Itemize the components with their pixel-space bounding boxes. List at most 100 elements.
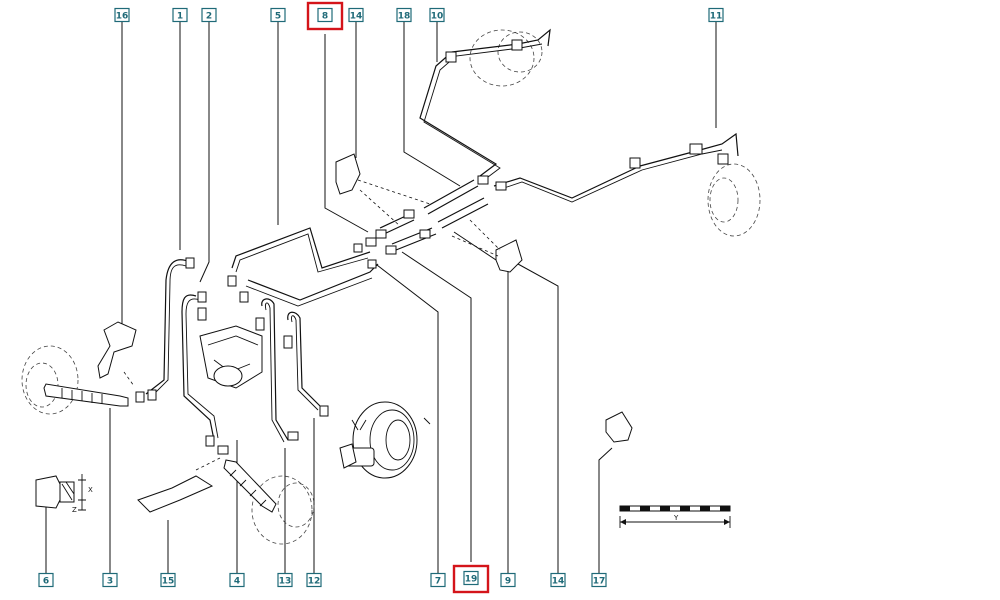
dim-label-y: Y <box>673 514 679 522</box>
scale-bar <box>619 505 731 528</box>
brake-servo <box>343 401 431 479</box>
callout-box <box>172 7 188 23</box>
fitting-detail <box>35 474 86 511</box>
callout-9: 9 <box>500 572 516 588</box>
wheel-rear-top-inner <box>497 31 543 73</box>
callout-number: 17 <box>593 576 606 586</box>
assembly-guides <box>123 179 501 471</box>
callout-12: 12 <box>306 572 322 588</box>
callout-box <box>430 572 446 588</box>
bracket-15 <box>137 475 214 513</box>
callout-number: 19 <box>465 574 478 584</box>
wheel-rear-right-inner <box>709 177 739 223</box>
callout-4: 4 <box>229 572 245 588</box>
callout-6: 6 <box>38 572 54 588</box>
callout-box <box>38 572 54 588</box>
highlight-frame <box>452 564 490 594</box>
wheel-front-right-inner <box>277 482 315 528</box>
bracket-14b <box>495 239 523 273</box>
callout-13: 13 <box>277 572 293 588</box>
callout-number: 18 <box>398 11 411 21</box>
callout-number: 8 <box>322 11 328 21</box>
wheel-front-left-inner <box>25 362 59 408</box>
hydraulic-unit <box>199 325 263 389</box>
callout-11: 11 <box>708 7 724 23</box>
callout-17: 17 <box>591 572 607 588</box>
dimension-x-z: X Z <box>72 486 93 514</box>
callout-box <box>348 7 364 23</box>
leader-9 <box>453 231 509 574</box>
callout-box <box>306 572 322 588</box>
clip-17 <box>605 411 633 443</box>
callout-box <box>591 572 607 588</box>
callout-15: 15 <box>160 572 176 588</box>
callout-number: 4 <box>234 576 240 586</box>
callout-14a: 14 <box>348 7 364 23</box>
callout-1: 1 <box>172 7 188 23</box>
callout-number: 1 <box>177 11 183 21</box>
callout-box <box>160 572 176 588</box>
callout-number: 2 <box>206 11 212 21</box>
callout-box <box>550 572 566 588</box>
callout-number: 3 <box>107 576 113 586</box>
callout-16: 16 <box>114 7 130 23</box>
callout-box <box>277 572 293 588</box>
leader-18 <box>403 22 461 187</box>
wheel-rear-top <box>469 29 535 87</box>
callout-box <box>317 7 333 23</box>
callout-box <box>201 7 217 23</box>
leader-14b <box>517 263 559 574</box>
callout-10: 10 <box>429 7 445 23</box>
callout-number: 6 <box>43 576 49 586</box>
callout-box <box>114 7 130 23</box>
leader-2 <box>199 22 210 283</box>
callout-14b: 14 <box>550 572 566 588</box>
callout-7: 7 <box>430 572 446 588</box>
callout-number: 11 <box>710 11 723 21</box>
callout-box <box>708 7 724 23</box>
wheel-front-right <box>251 475 313 545</box>
hoses-and-unions <box>43 39 729 513</box>
callout-box <box>396 7 412 23</box>
wheel-front-left <box>21 345 79 415</box>
callout-box <box>229 572 245 588</box>
leader-7 <box>372 261 439 574</box>
callout-box <box>500 572 516 588</box>
callout-number: 7 <box>435 576 441 586</box>
brackets <box>97 153 633 513</box>
callout-number: 10 <box>431 11 444 21</box>
callout-box <box>463 570 479 586</box>
callout-number: 13 <box>279 576 292 586</box>
dimension-y: Y <box>673 514 679 522</box>
callout-number: 16 <box>116 11 129 21</box>
highlight-frame <box>306 1 344 31</box>
callout-19: 19 <box>452 564 490 594</box>
leader-8 <box>324 34 369 233</box>
callout-number: 14 <box>552 576 565 586</box>
callout-box <box>102 572 118 588</box>
callout-8: 8 <box>306 1 344 31</box>
dim-label-z: Z <box>72 506 77 514</box>
callout-box <box>429 7 445 23</box>
callout-number: 5 <box>275 11 281 21</box>
bracket-14a <box>335 153 361 195</box>
callout-5: 5 <box>270 7 286 23</box>
bracket-16 <box>97 321 137 379</box>
callout-number: 12 <box>308 576 321 586</box>
callout-2: 2 <box>201 7 217 23</box>
leader-17 <box>598 447 613 574</box>
callout-number: 14 <box>350 11 363 21</box>
wheel-outlines <box>21 29 761 545</box>
callout-18: 18 <box>396 7 412 23</box>
wheel-rear-right <box>707 163 761 237</box>
callout-3: 3 <box>102 572 118 588</box>
callout-box <box>270 7 286 23</box>
callout-number: 9 <box>505 576 511 586</box>
leader-19 <box>401 251 472 562</box>
callout-number: 15 <box>162 576 175 586</box>
leader-lines <box>45 22 717 574</box>
dim-label-x: X <box>88 486 93 494</box>
